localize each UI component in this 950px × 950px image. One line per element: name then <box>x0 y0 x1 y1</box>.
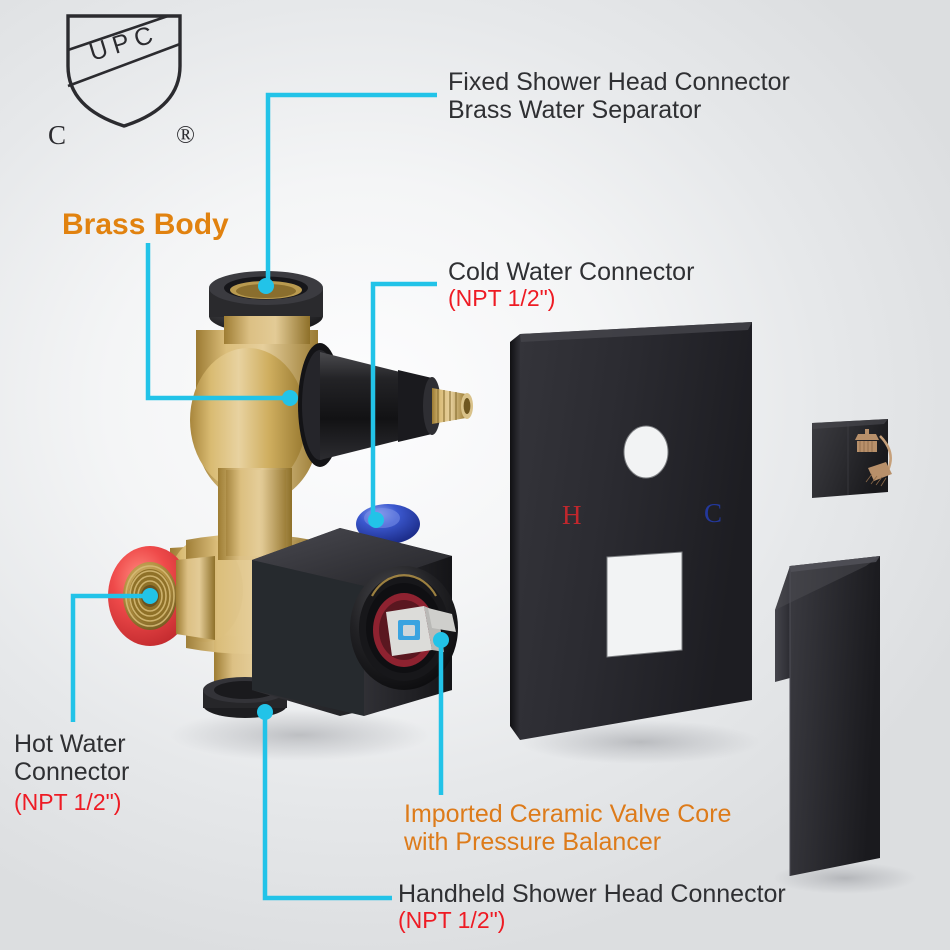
callout-line-1: Hot Water <box>14 730 126 758</box>
cupc-certification-logo: UPC C ® <box>48 12 208 157</box>
callout-line-2: Connector <box>14 758 130 786</box>
callout-line-1: Fixed Shower Head Connector <box>448 68 790 96</box>
callout-line-1: Handheld Shower Head Connector <box>398 880 786 908</box>
callout-line-2: with Pressure Balancer <box>404 828 662 856</box>
lever-handle <box>775 556 880 876</box>
callout-label-handheld-shower-head-connector: Handheld Shower Head Connector (NPT 1/2"… <box>398 880 786 934</box>
callout-label-ceramic-valve-core: Imported Ceramic Valve Core with Pressur… <box>404 800 731 856</box>
trim-plate <box>510 322 752 740</box>
callout-line-2: Brass Water Separator <box>448 96 702 124</box>
callout-line-1: Imported Ceramic Valve Core <box>404 800 732 828</box>
trim-plate-hot-mark: H <box>562 500 582 530</box>
callout-line-2: (NPT 1/2") <box>398 907 506 933</box>
cupc-c-mark: C <box>48 120 67 150</box>
ceramic-valve-cartridge <box>350 566 458 690</box>
callout-line-1: Cold Water Connector <box>448 258 695 286</box>
callout-label-brass-body: Brass Body <box>62 208 229 241</box>
rain-shower-icon <box>855 429 879 452</box>
callout-line-2: (NPT 1/2") <box>448 285 556 311</box>
callout-line-3: (NPT 1/2") <box>14 789 122 815</box>
diverter-button <box>812 419 892 498</box>
cold-water-stem <box>298 343 473 467</box>
trim-plate-cold-mark: C <box>704 498 723 528</box>
registered-trademark-icon: ® <box>176 122 195 149</box>
callout-label-hot-water-connector: Hot Water Connector (NPT 1/2") <box>14 730 129 816</box>
handheld-shower-icon <box>865 462 892 487</box>
shield-icon <box>66 14 182 128</box>
callout-label-cold-water-connector: Cold Water Connector (NPT 1/2") <box>448 258 694 312</box>
valve-body-assembly <box>108 271 473 718</box>
callout-label-fixed-shower-head-connector: Fixed Shower Head Connector Brass Water … <box>448 68 790 124</box>
